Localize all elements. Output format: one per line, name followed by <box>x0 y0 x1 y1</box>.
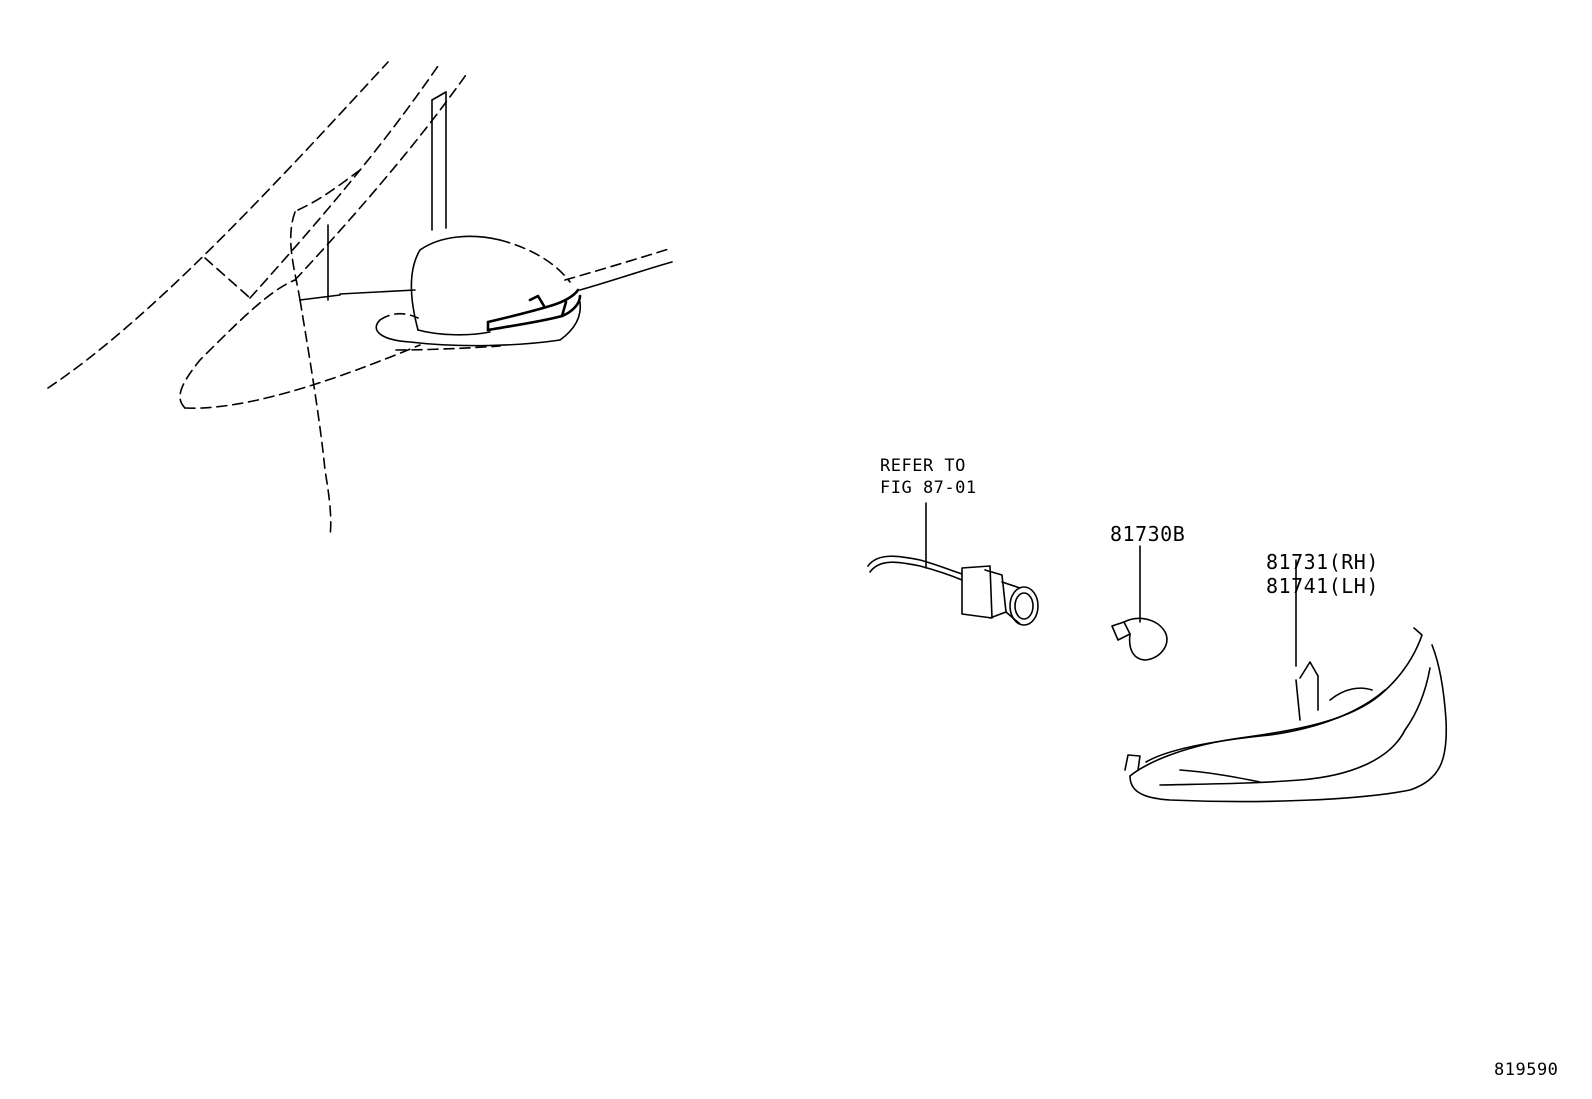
lamp-part-number-rh: 81731(RH) <box>1266 550 1379 574</box>
refer-to-label: REFER TO <box>880 456 966 476</box>
mirror-housing <box>375 235 582 351</box>
figure-reference-label: FIG 87-01 <box>880 478 977 498</box>
bulb-part-number: 81730B <box>1110 522 1186 546</box>
socket-and-wire <box>867 502 1039 626</box>
mirror-turn-lamp-location <box>486 288 582 332</box>
figure-id: 819590 <box>1494 1060 1559 1080</box>
turn-lamp-assembly <box>1124 559 1448 803</box>
lamp-part-number-lh: 81741(LH) <box>1266 574 1379 598</box>
vehicle-body-outline <box>47 61 673 537</box>
bulb-icon <box>1111 545 1168 661</box>
